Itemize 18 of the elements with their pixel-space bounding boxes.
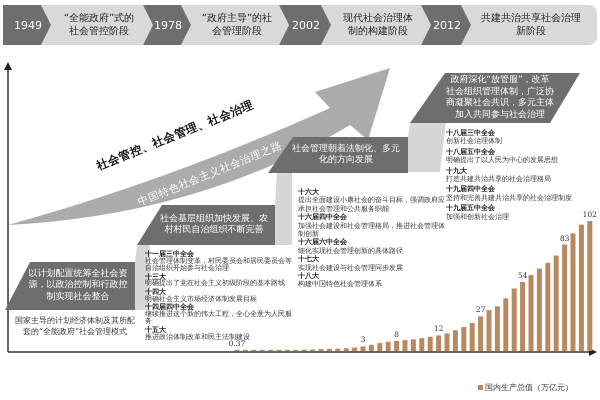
phase-label: “全能政府”式的社会管控阶段	[62, 12, 136, 38]
phase-label: 共建共治共享社会治理新阶段	[480, 12, 582, 38]
legend-label: 国内生产总值（万亿元）	[485, 382, 573, 393]
step-block	[5, 262, 135, 310]
step-text: 以计划配置统筹全社会资源，以政治控制和行政控制实现社会整合	[28, 268, 128, 304]
step-text: 政府深化“放管服”，改革社会组织管理体制，广泛协商凝聚社会共识，多元主体加入共同参与社会治理	[446, 75, 554, 121]
step-text: 社会基层组织加快发展、农村村民自治组织不断完善	[159, 214, 269, 236]
phase-label: 现代社会治理体制的构建阶段	[342, 12, 414, 38]
step-block	[137, 205, 275, 245]
phase-label: “政府主导”的社会管理阶段	[200, 12, 274, 38]
year-label: 2002	[292, 18, 320, 32]
note-text: 国家主导的计划经济体制及其所配套的“全能政府”社会管理模式	[14, 316, 136, 337]
step-text: 社会管理朝着法制化、多元化的方向发展	[291, 144, 401, 166]
phase-band	[461, 5, 597, 45]
year-tab	[3, 5, 51, 45]
year-label: 2012	[433, 18, 461, 32]
year-label: 1949	[14, 18, 42, 32]
year-label: 1978	[154, 18, 182, 32]
